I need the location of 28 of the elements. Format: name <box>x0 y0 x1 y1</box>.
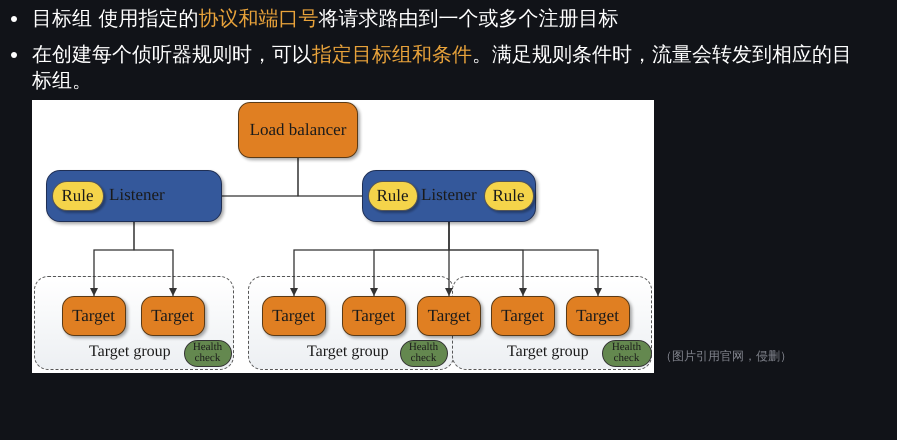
health-check-pill: Health check <box>184 340 232 366</box>
health-check-pill: Health check <box>602 340 652 366</box>
listener-label: Listener <box>421 185 477 205</box>
target-group-box <box>34 276 234 370</box>
process-box: Target <box>140 296 204 336</box>
health-check-pill: Health check <box>400 340 448 366</box>
process-box: Target <box>490 296 554 336</box>
bullet-text: 在创建每个侦听器规则时，可以指定目标组和条件。满足规则条件时，流量会转发到相应的目标组。 <box>32 41 853 93</box>
bullet-text: 目标组 使用指定的协议和端口号将请求路由到一个或多个注册目标 <box>32 5 620 31</box>
listener-box <box>46 170 222 222</box>
arrow <box>133 222 177 296</box>
source-note: （图片引用官网，侵删） <box>660 348 792 365</box>
group-label: Target group <box>89 343 171 361</box>
process-box: Target <box>262 296 326 336</box>
rule-pill: Rule <box>52 180 104 210</box>
connector-line <box>297 158 362 197</box>
rule-pill: Rule <box>484 180 534 210</box>
arrow <box>448 222 602 296</box>
listener-box <box>362 170 536 222</box>
rule-pill: Rule <box>368 180 418 210</box>
process-box: Target <box>417 296 481 336</box>
group-label: Target group <box>507 343 589 361</box>
process-box: Target <box>566 296 630 336</box>
listener-label: Listener <box>109 185 165 205</box>
process-box: Load balancer <box>238 102 358 158</box>
group-label: Target group <box>307 343 389 361</box>
process-box: Target <box>62 296 126 336</box>
process-box: Target <box>342 296 406 336</box>
